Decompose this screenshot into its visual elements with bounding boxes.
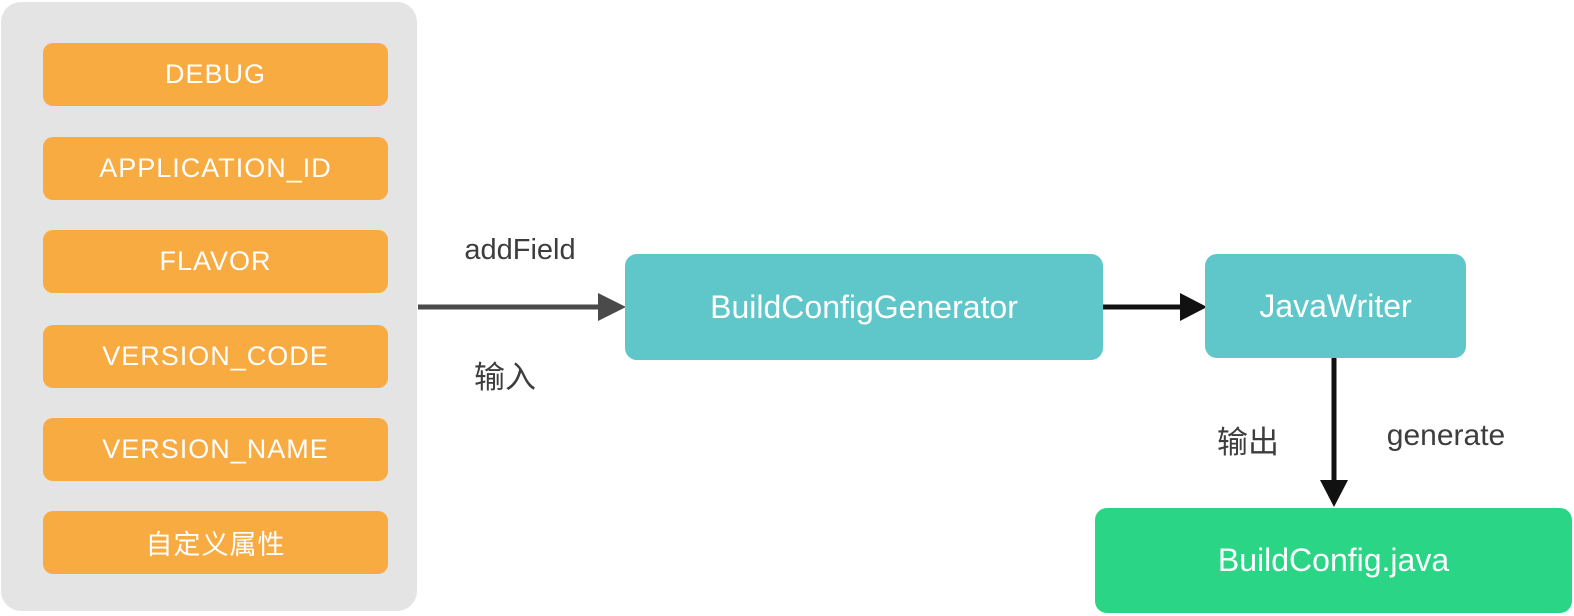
field-version-name: VERSION_NAME [43, 418, 388, 481]
field-custom-attrs: 自定义属性 [43, 511, 388, 574]
arrow-addfield-input [418, 293, 626, 321]
node-buildconfig-java: BuildConfig.java [1095, 508, 1572, 613]
node-javawriter: JavaWriter [1205, 254, 1466, 358]
field-flavor: FLAVOR [43, 230, 388, 293]
field-version-code: VERSION_CODE [43, 325, 388, 388]
edge-label-input: 输入 [474, 360, 536, 395]
edge-label-addfield: addField [464, 234, 576, 266]
buildconfig-fields-panel: DEBUG APPLICATION_ID FLAVOR VERSION_CODE… [1, 2, 417, 611]
field-debug: DEBUG [43, 43, 388, 106]
field-application-id: APPLICATION_ID [43, 137, 388, 200]
node-buildconfiggenerator: BuildConfigGenerator [625, 254, 1103, 360]
arrow-generator-to-writer [1103, 293, 1207, 321]
arrow-writer-to-output [1320, 358, 1348, 507]
edge-label-output: 输出 [1217, 425, 1279, 460]
edge-label-generate: generate [1386, 419, 1506, 452]
